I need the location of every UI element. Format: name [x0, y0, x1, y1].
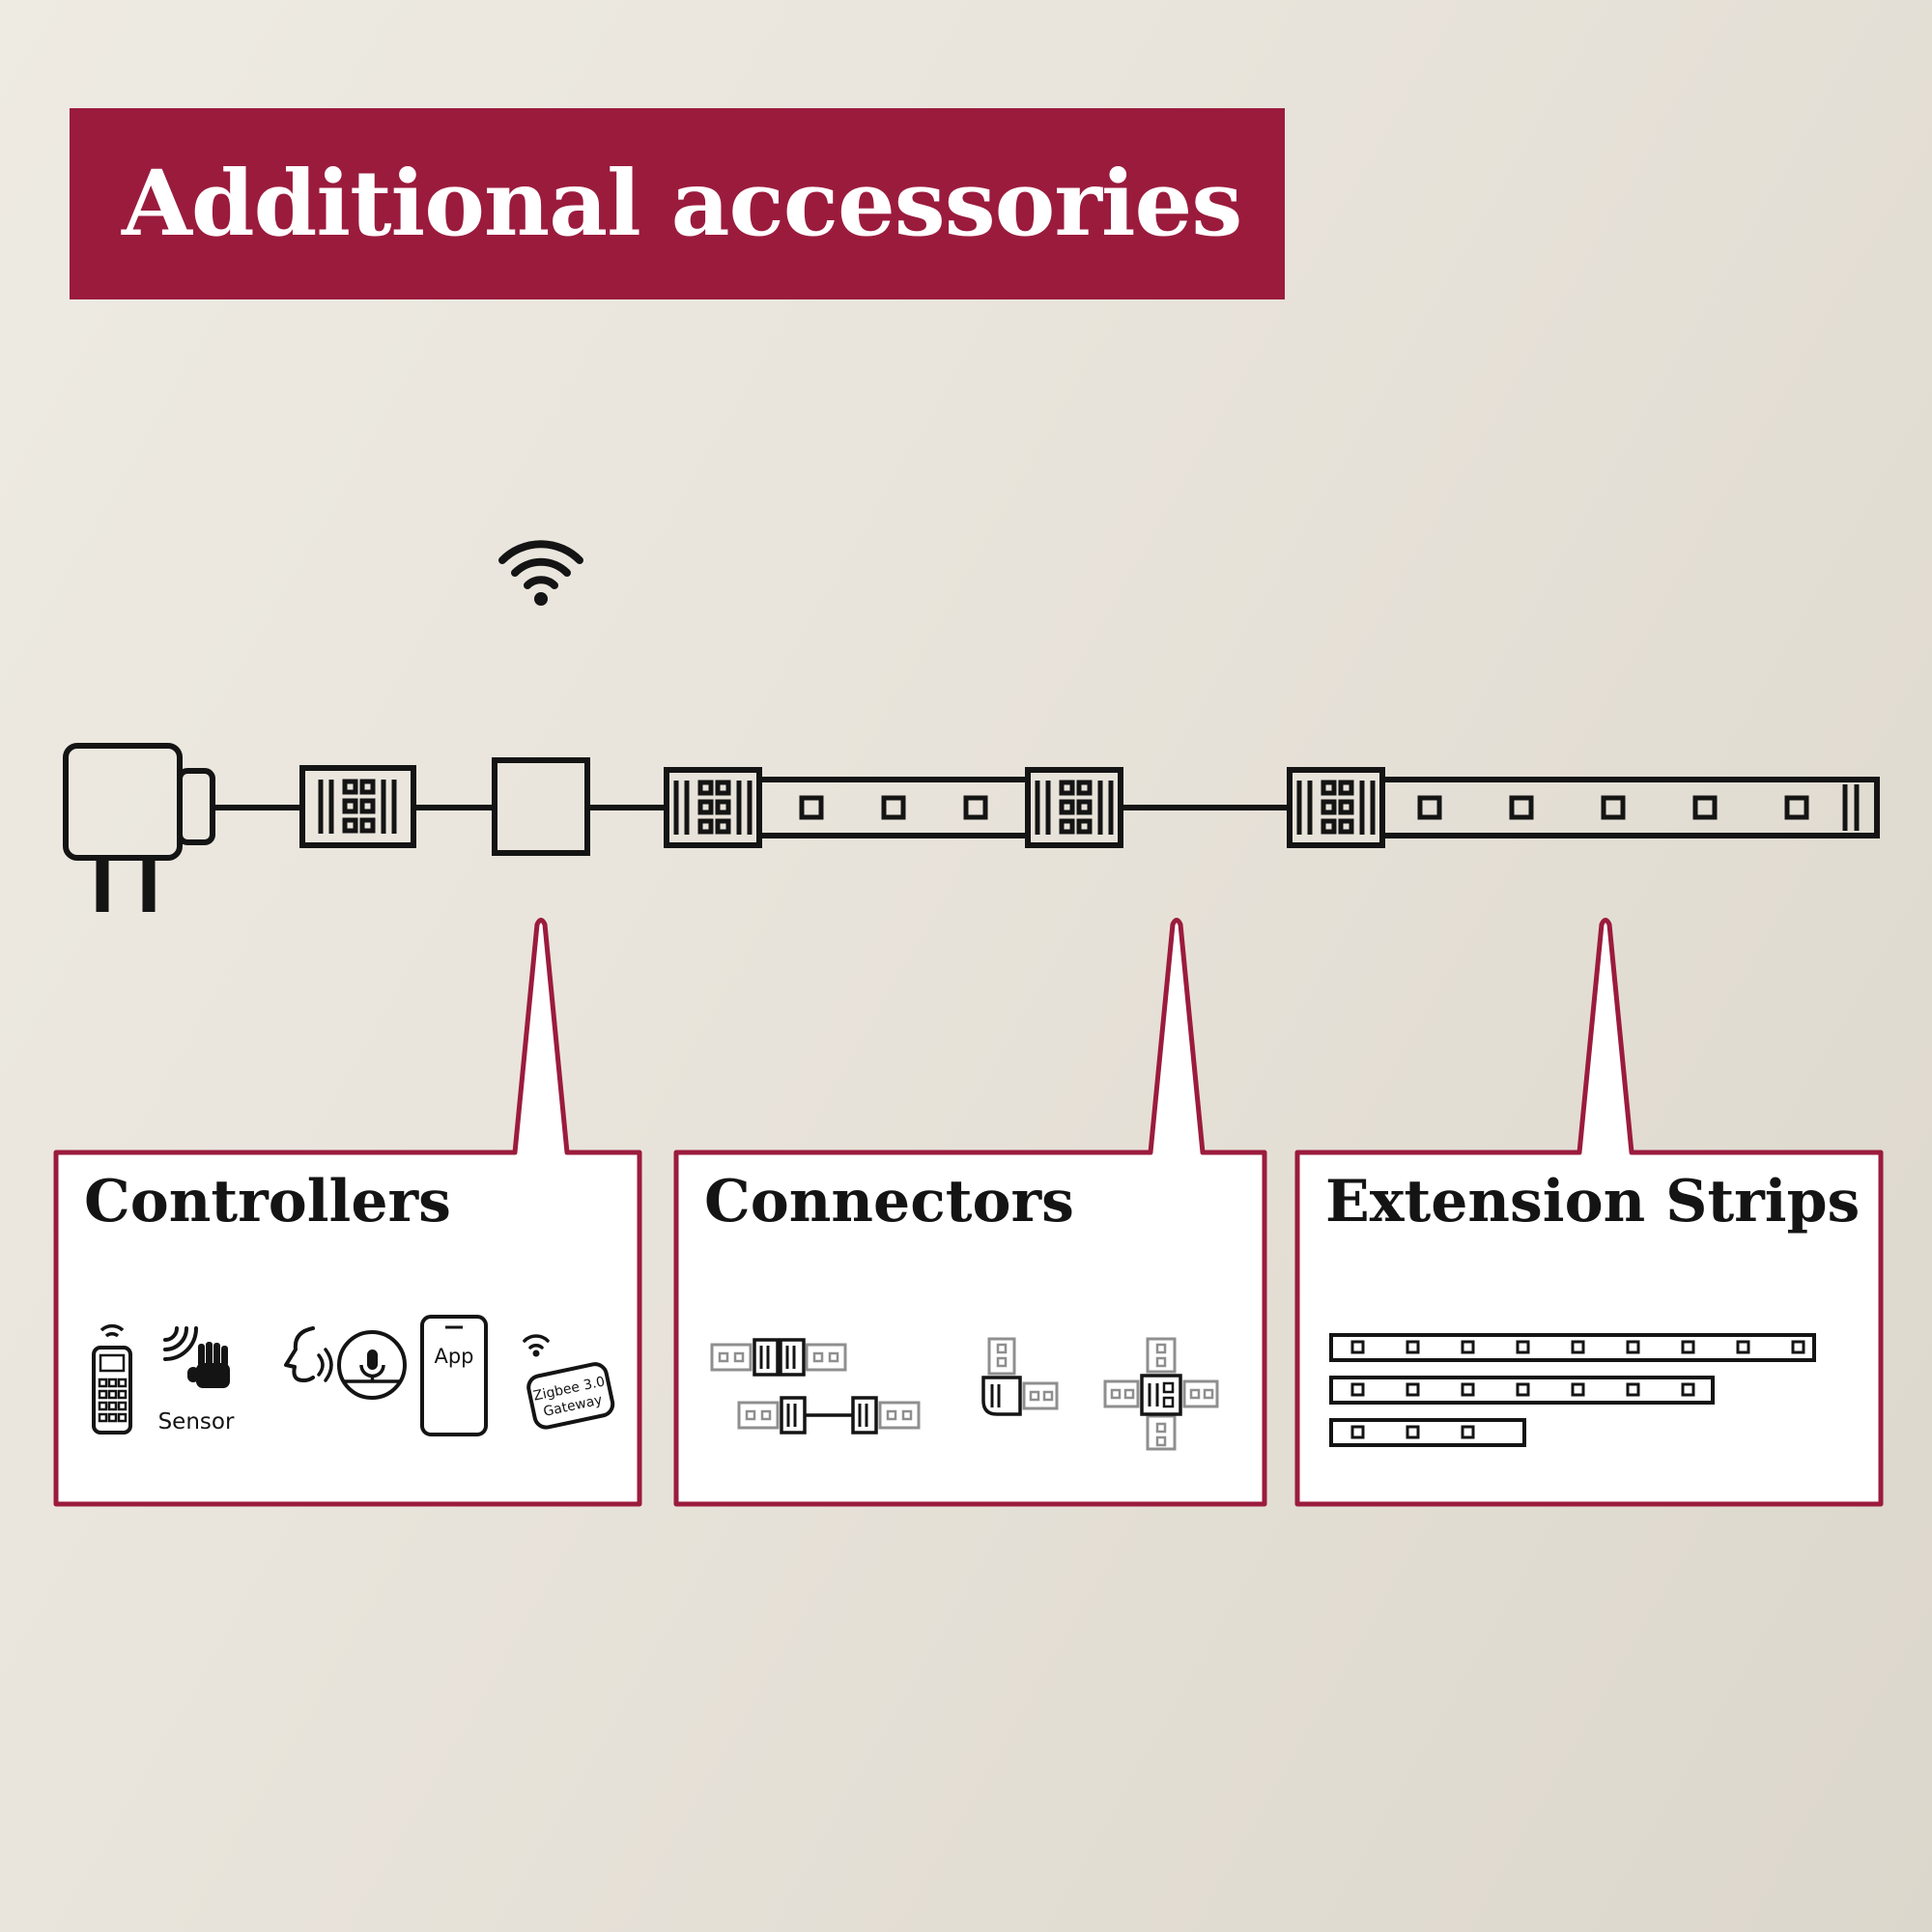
extension-strip-long-icon — [1329, 1333, 1816, 1362]
extension-strip-medium-icon — [1329, 1376, 1715, 1405]
cross-connector-icon — [1103, 1337, 1219, 1451]
sensor-label: Sensor — [158, 1409, 235, 1435]
callout-frame — [1294, 918, 1884, 1507]
wifi-controller-icon — [492, 540, 590, 856]
led-system-schematic — [63, 540, 1880, 912]
voice-control-icon — [284, 1326, 407, 1400]
banner-title: Additional accessories — [122, 151, 1242, 257]
extension-strip-short-icon — [1329, 1418, 1526, 1447]
callout-extension-strips: Extension Strips — [1294, 913, 1884, 1507]
app-label: App — [434, 1345, 473, 1368]
callout-title: Connectors — [704, 1168, 1074, 1236]
led-strip-segment-2-icon — [1287, 767, 1880, 848]
remote-control-icon — [92, 1323, 132, 1435]
callout-controllers: Controllers — [53, 913, 642, 1507]
strip-connector-icon — [299, 765, 416, 848]
extension-strips-icons — [1329, 1333, 1816, 1447]
power-plug-icon — [63, 743, 215, 912]
controllers-icons: Sensor App — [92, 1315, 615, 1436]
callout-title: Controllers — [84, 1168, 451, 1236]
app-zigbee-gateway-icon: App Zigbee 3.0 Gateway — [420, 1315, 615, 1436]
connectors-icons — [710, 1337, 1219, 1451]
straight-connector-icon — [710, 1338, 921, 1435]
motion-sensor-icon: Sensor — [158, 1326, 235, 1435]
led-strip-segment-1-icon — [664, 767, 1123, 848]
wifi-icon — [523, 1334, 550, 1357]
callout-title: Extension Strips — [1325, 1168, 1861, 1236]
banner: Additional accessories — [70, 108, 1285, 299]
callout-connectors: Connectors — [673, 913, 1267, 1507]
wifi-icon — [498, 540, 583, 606]
corner-connector-icon — [981, 1337, 1059, 1416]
